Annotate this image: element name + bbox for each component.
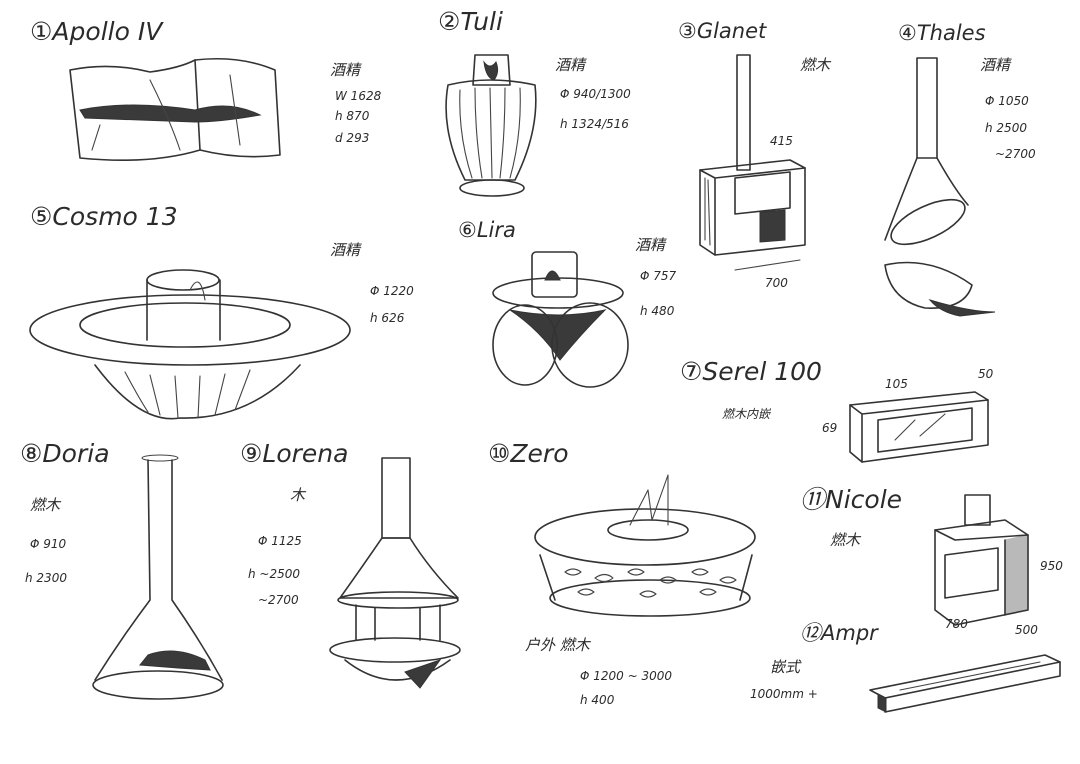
item-thales-fuel: 酒精 (980, 56, 1012, 74)
item-doria-title: ⑧Doria (20, 439, 110, 468)
item-zero-d: Φ 1200 ~ 3000 (580, 669, 672, 683)
item-glanet-depth: 415 (770, 134, 793, 148)
item-lorena: ⑨Lorena 木 Φ 1125 h ~2500 ~2700 (240, 439, 461, 689)
item-apollo-h: h 870 (335, 109, 370, 123)
item-lira-d: Φ 757 (640, 269, 677, 283)
item-serel-height: 69 (822, 421, 837, 435)
item-apollo-d: d 293 (335, 131, 369, 145)
item-cosmo-title: ⑤Cosmo 13 (30, 202, 178, 231)
item-cosmo: ⑤Cosmo 13 酒精 Φ 1220 h 626 (29, 202, 414, 420)
item-cosmo-fuel: 酒精 (330, 241, 362, 259)
item-zero-h: h 400 (580, 693, 615, 707)
item-zero-fuel: 户外 燃木 (525, 636, 592, 654)
item-lorena-fuel: 木 (290, 486, 307, 504)
item-serel-fuel: 燃木内嵌 (722, 407, 772, 421)
item-thales-d: Φ 1050 (985, 94, 1029, 108)
item-thales: ④Thales 酒精 Φ 1050 h 2500 ~2700 (884, 21, 1036, 317)
item-nicole-title: ⑪Nicole (800, 485, 902, 514)
item-cosmo-d: Φ 1220 (370, 284, 414, 298)
item-serel-title: ⑦Serel 100 (680, 357, 822, 386)
item-ampr-title: ⑫Ampr (800, 621, 879, 645)
item-tuli-title: ②Tuli (438, 7, 503, 36)
item-lira-fuel: 酒精 (635, 236, 667, 254)
item-ampr-length: 1000mm + (750, 687, 818, 701)
item-doria-d: Φ 910 (30, 537, 67, 551)
item-glanet-title: ③Glanet (678, 19, 767, 43)
item-tuli-h: h 1324/516 (560, 117, 629, 131)
item-zero-title: ⑩Zero (488, 439, 569, 468)
item-nicole-height: 950 (1040, 559, 1063, 573)
item-glanet-fuel: 燃木 (800, 56, 832, 74)
item-thales-h2: ~2700 (995, 147, 1036, 161)
item-tuli-fuel: 酒精 (555, 56, 587, 74)
item-zero: ⑩Zero 户外 燃木 Φ 1200 ~ 3000 h 400 (488, 439, 756, 707)
item-serel-width: 105 (885, 377, 908, 391)
item-lorena-d: Φ 1125 (258, 534, 302, 548)
item-glanet-width: 700 (765, 276, 788, 290)
item-lira: ⑥Lira 酒精 Φ 757 h 480 (458, 218, 677, 388)
item-ampr-type: 嵌式 (770, 658, 802, 676)
item-thales-title: ④Thales (898, 21, 986, 45)
item-apollo-w: W 1628 (335, 89, 382, 103)
item-doria-h: h 2300 (25, 571, 67, 585)
item-serel-depth: 50 (978, 367, 994, 381)
item-thales-h: h 2500 (985, 121, 1027, 135)
item-ampr: ⑫Ampr 嵌式 1000mm + (750, 621, 1061, 713)
item-lorena-title: ⑨Lorena (240, 439, 348, 468)
item-doria: ⑧Doria 燃木 Φ 910 h 2300 (20, 439, 224, 700)
item-lorena-h2: ~2700 (258, 593, 299, 607)
item-serel: ⑦Serel 100 105 50 69 燃木内嵌 (680, 357, 994, 463)
item-apollo-title: ①Apollo IV (30, 17, 164, 46)
item-nicole-fuel: 燃木 (830, 531, 862, 549)
item-nicole-depth: 500 (1015, 623, 1038, 637)
item-tuli: ②Tuli 酒精 Φ 940/1300 h 1324/516 (438, 7, 631, 197)
item-glanet: ③Glanet 415 700 燃木 (678, 19, 832, 290)
item-tuli-d: Φ 940/1300 (560, 87, 631, 101)
item-doria-fuel: 燃木 (30, 496, 62, 514)
item-lira-title: ⑥Lira (458, 218, 516, 242)
item-lorena-h: h ~2500 (248, 567, 300, 581)
item-apollo-fuel: 酒精 (330, 61, 362, 79)
item-apollo: ①Apollo IV 酒精 W 1628 h 870 d 293 (30, 17, 382, 162)
item-nicole: ⑪Nicole 950 780 500 燃木 (800, 485, 1063, 637)
item-cosmo-h: h 626 (370, 311, 405, 325)
item-nicole-width: 780 (945, 617, 968, 631)
item-lira-h: h 480 (640, 304, 675, 318)
